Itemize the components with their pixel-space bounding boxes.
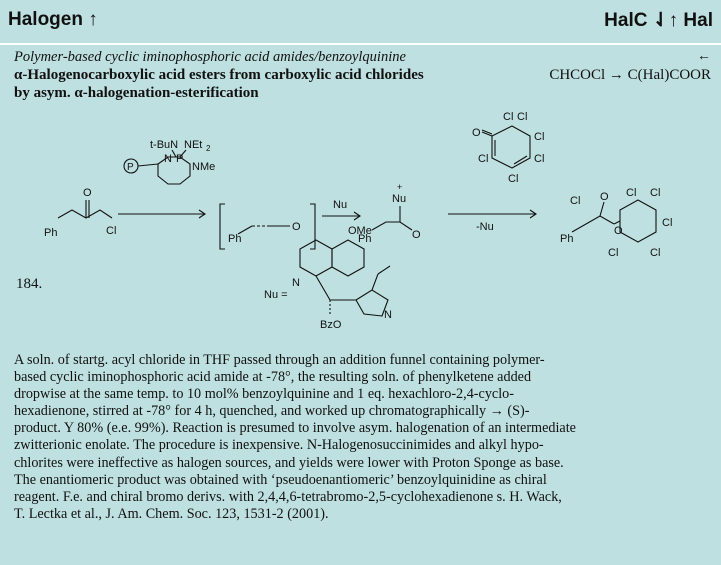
nu-eq-label: Nu = (264, 289, 288, 301)
paragraph-line: reagent. F.e. and chiral bromo derivs. w… (14, 488, 562, 505)
section-title: Halogen ↑ (8, 9, 98, 30)
catalyst-ring (157, 156, 191, 185)
minus-nu-label: -Nu (476, 221, 494, 233)
catalyst-sub: 2 (206, 144, 211, 153)
cl-label-9: Cl (626, 187, 636, 199)
quinuclidine-n: N (384, 309, 392, 321)
cl-label-5: Cl (534, 153, 544, 165)
catalyst-net: NEt (184, 139, 202, 151)
ome-label: OMe (348, 225, 372, 237)
procedure-paragraph: A soln. of startg. acyl chloride in THF … (14, 352, 708, 523)
cl-label-12: Cl (608, 247, 618, 259)
cl-label-6: Cl (508, 173, 518, 185)
bzo-label: BzO (320, 319, 342, 331)
quinuclidine (355, 289, 389, 317)
hexachloro-ring (491, 125, 531, 169)
polymer-label: P (127, 162, 134, 173)
cl-label-8: Cl (570, 195, 580, 207)
cl-label-3: Cl (517, 111, 527, 123)
cl-label-11: Cl (662, 217, 672, 229)
o-label-2: O (292, 221, 301, 233)
ph-label-4: Ph (560, 233, 573, 245)
nu-label-2: Nu (392, 193, 406, 205)
ph-label-3: Ph (358, 233, 371, 245)
direction-arrow: ← (697, 49, 711, 64)
paragraph-line: chlorites were ineffective as halogen so… (14, 454, 564, 471)
nu-plus: + (397, 182, 402, 192)
paragraph-line: based cyclic iminophosphoric acid amide … (14, 369, 532, 386)
entry-title-line2: by asym. α-halogenation-esterification (14, 85, 259, 101)
paragraph-line: T. Lectka et al., J. Am. Chem. Soc. 123,… (14, 505, 329, 522)
header-divider (0, 43, 721, 45)
bracket-right (310, 203, 316, 250)
reaction-class-title: HalC ⇃↑ Hal (604, 10, 713, 31)
paragraph-line: dropwise at the same temp. to 10 mol% be… (14, 386, 514, 403)
cl-label-2: Cl (503, 111, 513, 123)
paragraph-line: zwitterionic enolate. The procedure is i… (14, 437, 544, 454)
ph-label-1: Ph (44, 227, 57, 239)
cl-label-13: Cl (650, 247, 660, 259)
paragraph-line: product. Y 80% (e.e. 99%). Reaction is p… (14, 420, 576, 437)
reaction-scheme: Ph Cl O P t-BuN NEt 2 N P NMe Ph O Nu Ph… (44, 111, 672, 331)
o-label-6: O (614, 225, 623, 237)
cl-label-1: Cl (106, 225, 116, 237)
quinoline-ring-a (299, 239, 333, 277)
paragraph-line: hexadienone, stirred at -78° for 4 h, qu… (14, 403, 530, 420)
paragraph-line: The enantiomeric product was obtained wi… (14, 471, 547, 488)
product-ring (619, 199, 657, 243)
cl-label-7: Cl (478, 153, 488, 165)
transformation-formula: CHCOCl → C(Hal)COOR (549, 67, 711, 83)
paragraph-line: A soln. of startg. acyl chloride in THF … (14, 352, 545, 368)
entry-title-line1: α-Halogenocarboxylic acid esters from ca… (14, 67, 424, 83)
reagent-subtitle: Polymer-based cyclic iminophosphoric aci… (14, 49, 406, 65)
header-bar (0, 0, 721, 38)
acid-chloride-skeleton (57, 209, 113, 219)
catalyst-n: N (164, 153, 172, 165)
o-label-1: O (83, 187, 92, 199)
entry-number: 184. (16, 276, 43, 292)
quinoline-n: N (292, 277, 300, 289)
o-label-3: O (412, 229, 421, 241)
o-label-4: O (472, 127, 481, 139)
ph-label-2: Ph (228, 233, 241, 245)
catalyst-p: P (176, 153, 183, 165)
o-label-5: O (600, 191, 609, 203)
nu-label-1: Nu (333, 199, 347, 211)
catalyst-tbun: t-BuN (150, 139, 178, 151)
catalyst-nme: NMe (192, 161, 215, 173)
cl-label-4: Cl (534, 131, 544, 143)
quinoline-ring-b (331, 239, 365, 277)
bracket-left (219, 203, 225, 250)
cl-label-10: Cl (650, 187, 660, 199)
